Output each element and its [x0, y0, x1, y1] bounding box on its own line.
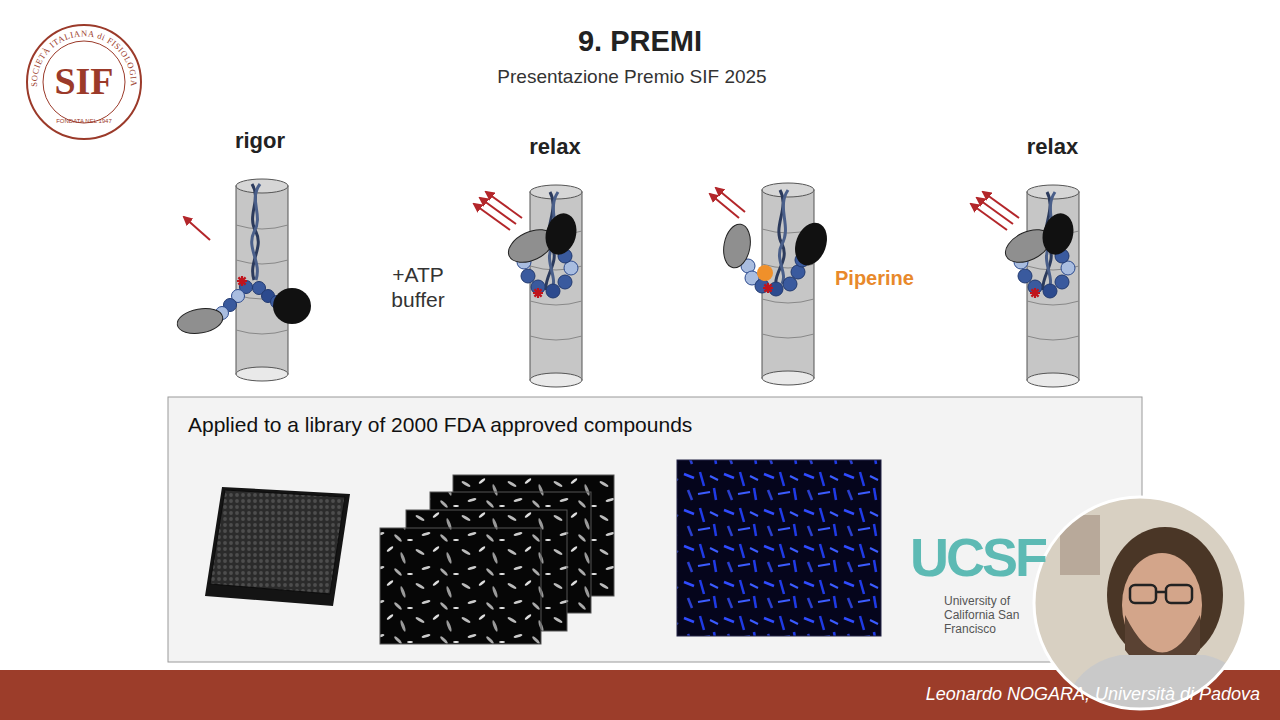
well-plate [205, 487, 350, 606]
muscle-fiber: relax [490, 134, 620, 384]
logo-ring [27, 25, 141, 139]
fluorescence-image [677, 460, 881, 636]
institution-logo: UCSF [910, 530, 1045, 584]
force-arrow [716, 188, 745, 212]
step-label: +ATP buffer [378, 262, 458, 312]
force-arrow [710, 194, 739, 218]
presenter-glasses [1130, 585, 1156, 603]
binding-site-star [237, 276, 247, 286]
myosin-head [273, 288, 311, 324]
binding-site-star [763, 283, 773, 293]
node-heading: Applied to a library of 2000 FDA approve… [188, 412, 1088, 437]
well-plate-top [210, 490, 345, 594]
presenter-hair [1107, 527, 1223, 663]
institution-name: University of California San Francisco [944, 594, 1032, 636]
node-heading: Piperine [835, 266, 935, 290]
webcam-frame [1034, 497, 1246, 709]
microscopy-image [380, 528, 541, 644]
slide-title: 9. PREMI [400, 24, 880, 59]
myosin-relaxed [474, 192, 581, 298]
myosin-tail [252, 184, 260, 280]
myosin-head [175, 305, 224, 337]
muscle-fiber: rigor [200, 128, 320, 383]
node-heading: relax [490, 134, 620, 160]
myosin-head [720, 222, 753, 270]
node-heading: relax [990, 134, 1115, 160]
panel-background [168, 397, 1142, 662]
presenter-glasses [1166, 585, 1192, 603]
myosin-tail [779, 190, 788, 284]
presenter-glasses [1156, 591, 1166, 594]
muscle-fiber-shape [762, 183, 814, 385]
myosin-head [789, 218, 832, 270]
force-arrow [184, 217, 210, 240]
myosin-relaxed [971, 192, 1078, 298]
footer-author: Leonardo NOGARA, Università di Padova [560, 684, 1260, 706]
light-chain [783, 277, 797, 291]
node-heading: rigor [200, 128, 320, 154]
muscle-fiber: relax [990, 134, 1115, 384]
muscle-fiber: Piperine [700, 180, 940, 385]
slide-subtitle: Presentazione Premio SIF 2025 [380, 66, 884, 89]
logo-monogram: SIF [44, 62, 124, 100]
webcam-shelf [1060, 515, 1100, 575]
logo-ring [43, 41, 125, 123]
logo-founding: FONDATA NEL 1947 [50, 118, 118, 124]
piperine-dot [757, 265, 773, 281]
muscle-fiber-shape [236, 179, 288, 381]
